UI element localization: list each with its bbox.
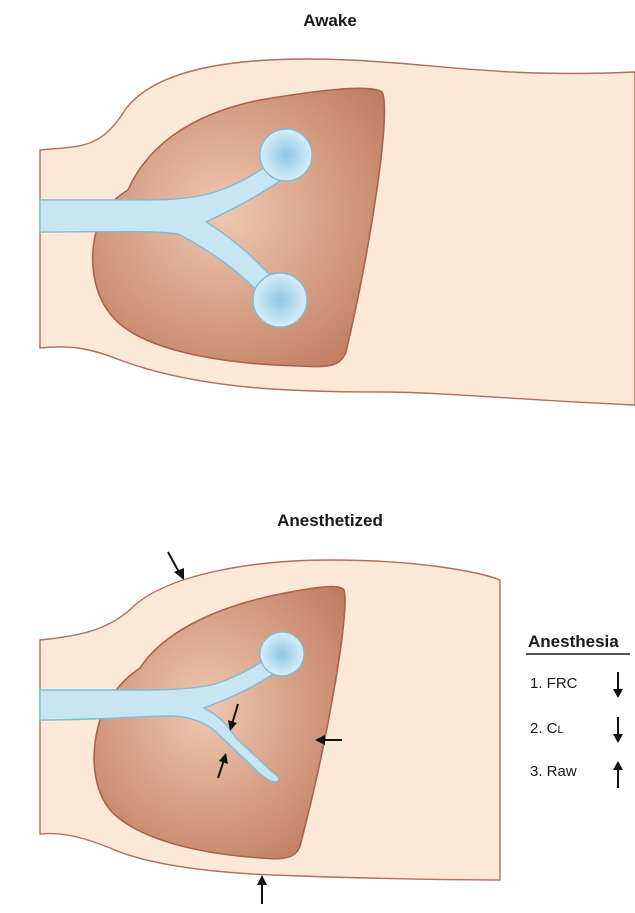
awake-title: Awake — [303, 11, 357, 30]
legend-item-raw: 3. Raw — [530, 763, 577, 780]
legend-heading: Anesthesia — [528, 632, 619, 651]
anesthesia-legend: Anesthesia 1. FRC 2. CL 3. Raw — [526, 632, 630, 788]
chest-wall-compression-arrow-top — [168, 552, 184, 580]
awake-alveolus-upper — [260, 129, 312, 181]
anesthetized-title: Anesthetized — [277, 511, 383, 530]
cl-down-arrow-icon — [613, 717, 623, 743]
awake-alveolus-lower — [253, 273, 307, 327]
awake-panel: Awake — [40, 11, 635, 405]
legend-item-frc: 1. FRC — [530, 675, 578, 692]
anesthetized-alveolus — [260, 632, 304, 676]
diaphragm-compression-arrow-bottom — [257, 875, 267, 904]
legend-item-cl: 2. CL — [530, 720, 564, 737]
anesthetized-panel: Anesthetized — [40, 511, 500, 904]
raw-up-arrow-icon — [613, 761, 623, 788]
frc-down-arrow-icon — [613, 672, 623, 698]
